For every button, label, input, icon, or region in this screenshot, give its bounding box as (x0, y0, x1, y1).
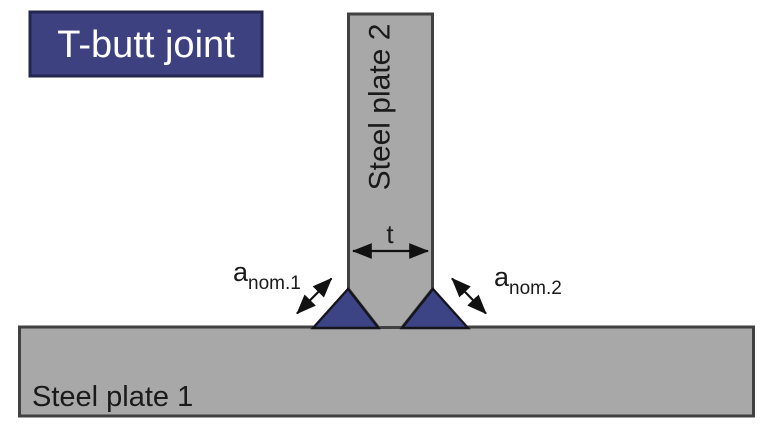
steel-plate-1-label: Steel plate 1 (32, 381, 193, 413)
title-badge (28, 10, 264, 78)
a-nom-1-subscript: nom.1 (248, 273, 301, 294)
a-nom-2-base: a (494, 262, 510, 292)
a-nom-1-base: a (233, 257, 249, 287)
steel-plate-2-label: Steel plate 2 (364, 24, 397, 191)
a-nom-2-arrow (451, 277, 487, 315)
a-nom-1-arrow (296, 277, 333, 315)
a-nom-1-label: anom.1 (233, 257, 301, 294)
a-nom-2-subscript: nom.2 (509, 278, 562, 299)
weld-fillet-right (399, 287, 471, 330)
title-text: T-butt joint (57, 24, 235, 66)
a-nom-2-label: anom.2 (494, 262, 562, 299)
steel-plate-1 (18, 325, 755, 418)
thickness-label: t (386, 219, 394, 249)
